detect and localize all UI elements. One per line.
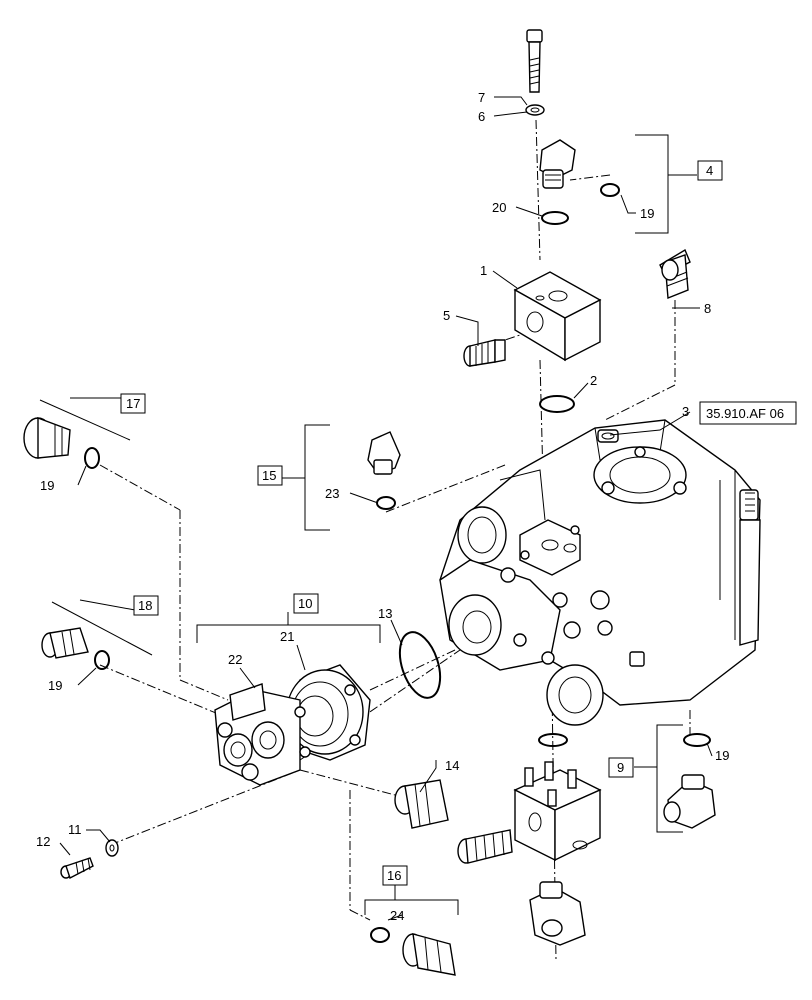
svg-text:18: 18 <box>138 598 152 613</box>
callout-2: 2 <box>590 373 597 388</box>
group-brackets <box>39 134 697 915</box>
bottom-elbow <box>529 881 586 946</box>
callout-8: 8 <box>704 301 711 316</box>
elbow-fitting-16 <box>402 933 456 976</box>
reference-box: 35.910.AF 06 <box>699 401 797 425</box>
callout-11: 11 <box>68 822 82 837</box>
callout-1: 1 <box>480 263 487 278</box>
bolt-12 <box>60 857 94 880</box>
callout-23: 23 <box>325 486 339 501</box>
callout-19-right: 19 <box>715 748 729 763</box>
o-ring-13 <box>398 631 442 699</box>
box-17: 17 <box>120 393 146 414</box>
tee-fitting-8 <box>659 248 691 300</box>
callout-24: 24 <box>390 908 404 923</box>
svg-text:17: 17 <box>126 396 140 411</box>
callout-labels: 7 6 20 19 1 5 8 2 3 19 23 13 21 22 19 19… <box>36 90 729 923</box>
bottom-block <box>513 761 602 862</box>
callout-19-top: 19 <box>640 206 654 221</box>
washer-6 <box>525 104 545 116</box>
boxed-callouts: 4 17 15 18 10 9 16 35.910.AF 06 <box>120 160 797 886</box>
leader-lines <box>59 96 713 921</box>
washer-11 <box>105 839 119 857</box>
elbow-fitting-4 <box>539 139 576 189</box>
callout-14: 14 <box>445 758 459 773</box>
box-9: 9 <box>608 757 634 778</box>
callout-3: 3 <box>682 404 689 419</box>
callout-6: 6 <box>478 109 485 124</box>
box-10: 10 <box>293 593 319 614</box>
main-pump-3 <box>439 419 761 726</box>
o-ring-19-left-bottom <box>94 650 110 670</box>
o-ring-19-right <box>683 733 711 747</box>
callout-20: 20 <box>492 200 506 215</box>
callout-5: 5 <box>443 308 450 323</box>
box-18: 18 <box>133 595 159 616</box>
fitting-5 <box>463 339 506 367</box>
o-ring-19-left-top <box>84 447 100 469</box>
svg-text:10: 10 <box>298 596 312 611</box>
o-ring-24 <box>370 927 390 943</box>
bottom-fitting <box>457 829 513 864</box>
svg-text:16: 16 <box>387 868 401 883</box>
box-15: 15 <box>257 465 283 486</box>
o-ring-19-top <box>600 183 620 197</box>
o-ring-20 <box>541 211 569 225</box>
reference-label: 35.910.AF 06 <box>706 406 784 421</box>
box-16: 16 <box>382 865 408 886</box>
callout-12: 12 <box>36 834 50 849</box>
callout-13: 13 <box>378 606 392 621</box>
pump-housing-22 <box>214 683 311 786</box>
callout-19-left-bottom: 19 <box>48 678 62 693</box>
box-4: 4 <box>697 160 723 181</box>
elbow-fitting-15 <box>367 431 401 475</box>
manifold-block-1 <box>513 271 602 362</box>
o-ring-23 <box>376 496 396 510</box>
o-ring-bottom <box>538 733 568 747</box>
fitting-14 <box>394 779 449 829</box>
callout-7: 7 <box>478 90 485 105</box>
svg-text:4: 4 <box>706 163 713 178</box>
o-ring-2 <box>539 395 575 413</box>
svg-text:9: 9 <box>617 760 624 775</box>
elbow-fitting-18 <box>41 627 89 659</box>
elbow-fitting-17 <box>23 416 71 459</box>
bolt-7 <box>526 29 543 93</box>
elbow-fitting-9 <box>663 774 716 829</box>
svg-text:15: 15 <box>262 468 276 483</box>
callout-19-left-top: 19 <box>40 478 54 493</box>
callout-22: 22 <box>228 652 242 667</box>
callout-21: 21 <box>280 629 294 644</box>
